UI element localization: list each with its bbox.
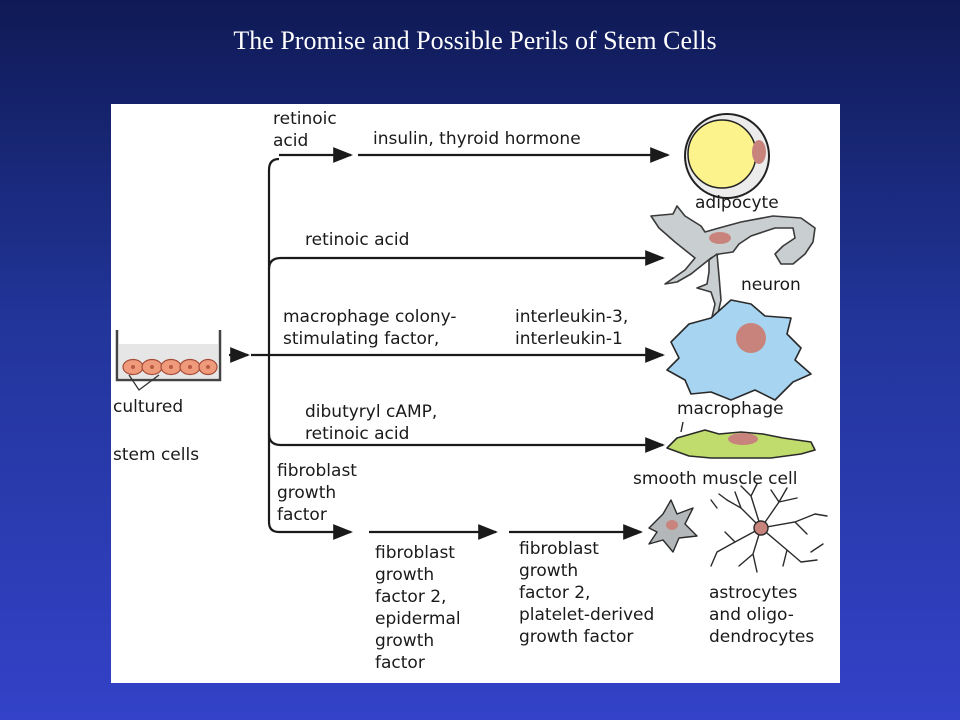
factor-glia-1: fibroblast growth factor xyxy=(277,461,357,525)
cell-label-neuron: neuron xyxy=(741,275,801,295)
diagram-panel: cultured stem cells retinoic acid insuli… xyxy=(111,104,840,683)
oligodendrocyte-nucleus xyxy=(753,520,769,536)
factor-macrophage-2: interleukin-3, interleukin-1 xyxy=(515,307,629,349)
smooth-muscle-nucleus xyxy=(728,433,758,445)
arrow-neuron xyxy=(267,250,665,270)
factor-glia-3: fibroblast growth factor 2, platelet-der… xyxy=(519,539,655,647)
macrophage-cell xyxy=(666,299,812,401)
adipocyte-nucleus xyxy=(752,140,766,164)
arrow-smooth-muscle xyxy=(267,433,665,453)
factor-smooth-muscle: dibutyryl cAMP, retinoic acid xyxy=(305,402,438,444)
macrophage-nucleus xyxy=(736,323,766,353)
adipocyte-cell xyxy=(684,113,770,199)
factor-glia-2: fibroblast growth factor 2, epidermal gr… xyxy=(375,543,461,673)
smooth-muscle-cell xyxy=(666,421,816,459)
factor-adipocyte-1: retinoic acid xyxy=(273,109,337,151)
cell-label-smooth-muscle: smooth muscle cell xyxy=(633,469,798,489)
branch-lines xyxy=(229,147,670,540)
dish-wall xyxy=(115,330,222,382)
cell-label-glia: astrocytes and oligo- dendrocytes xyxy=(709,583,815,647)
factor-neuron: retinoic acid xyxy=(305,230,410,250)
cell-label-adipocyte: adipocyte xyxy=(695,193,779,213)
label-pointer xyxy=(128,374,160,391)
factor-adipocyte-2: insulin, thyroid hormone xyxy=(373,129,581,149)
factor-macrophage-1: macrophage colony- stimulating factor, xyxy=(283,307,457,349)
neuron-nucleus xyxy=(709,232,731,244)
slide-title: The Promise and Possible Perils of Stem … xyxy=(233,26,717,55)
astrocyte-nucleus xyxy=(666,520,678,530)
diagram-graphics xyxy=(115,113,828,573)
cultured-cells xyxy=(122,358,218,376)
oligodendrocyte-cell xyxy=(710,483,828,573)
cell-label-macrophage: macrophage xyxy=(677,399,784,419)
source-label-stem-cells: stem cells xyxy=(113,445,200,465)
source-label-cultured: cultured xyxy=(113,397,184,417)
astrocyte-cell xyxy=(648,499,698,553)
neuron-cell xyxy=(650,205,816,331)
culture-dish xyxy=(115,330,222,391)
trunk-vertical xyxy=(267,157,280,534)
